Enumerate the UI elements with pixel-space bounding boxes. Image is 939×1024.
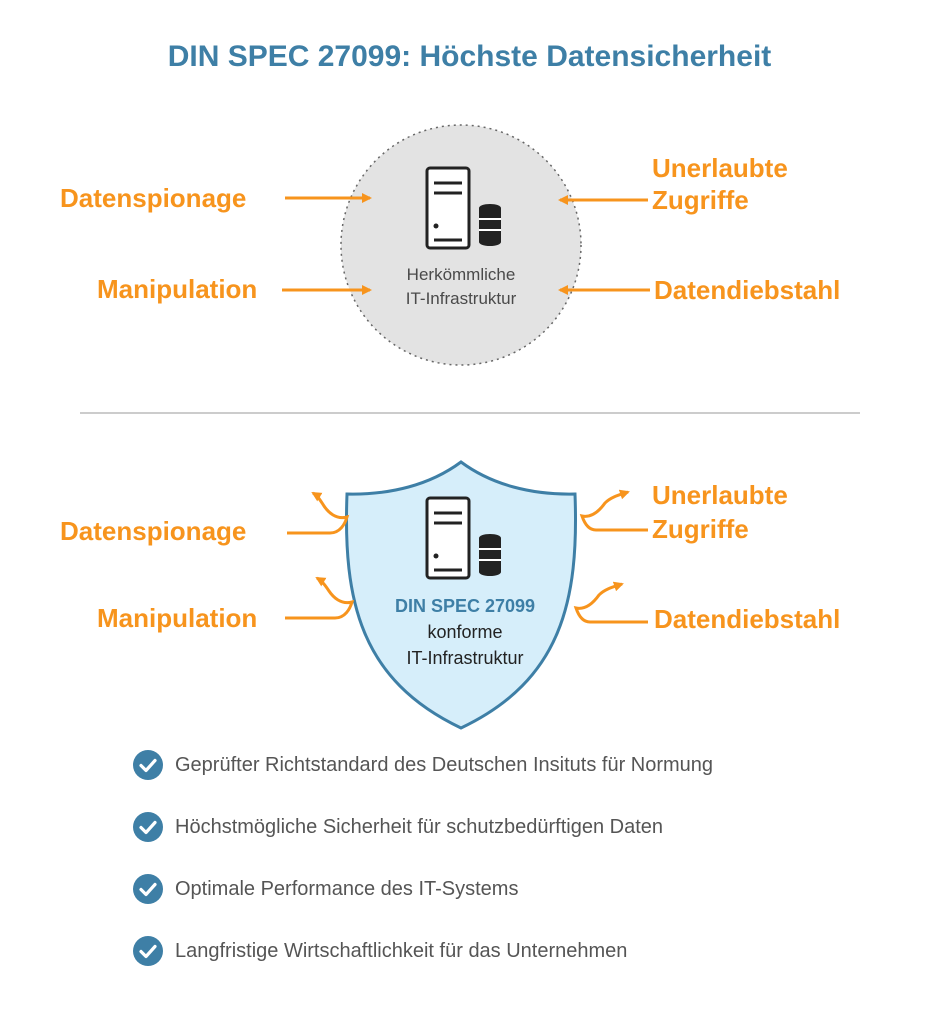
shield-icon: [345, 460, 577, 730]
traditional-infrastructure-label: Herkömmliche IT-Infrastruktur: [341, 263, 581, 311]
arrow-icon: [287, 491, 350, 535]
server-icon: [425, 166, 471, 250]
compliant-label-line2: konforme: [427, 622, 503, 642]
threat-label-datendiebstahl: Datendiebstahl: [654, 275, 841, 305]
din-spec-label: DIN SPEC 27099: [394, 596, 536, 616]
arrow-icon: [285, 576, 355, 620]
benefits-list: Geprüfter Richtstandard des Deutschen In…: [133, 750, 713, 998]
threat-label-datenspionage: Datenspionage: [60, 516, 247, 546]
database-icon: [479, 534, 501, 576]
threat-label-manipulation: Manipulation: [97, 603, 258, 633]
database-icon: [479, 204, 501, 246]
list-item: Geprüfter Richtstandard des Deutschen In…: [133, 750, 713, 812]
arrow-icon: [573, 581, 648, 624]
check-circle-icon: [133, 750, 163, 780]
benefit-text: Höchstmögliche Sicherheit für schutzbedü…: [175, 816, 664, 838]
threat-label-zugriffe: Zugriffe: [652, 514, 749, 544]
list-item: Langfristige Wirtschaftlichkeit für das …: [133, 936, 713, 998]
check-circle-icon: [133, 874, 163, 904]
benefit-text: Geprüfter Richtstandard des Deutschen In…: [175, 754, 714, 776]
threat-label-zugriffe: Zugriffe: [652, 185, 749, 215]
compliant-infrastructure-label: DIN SPEC 27099 konforme IT-Infrastruktur: [350, 593, 580, 671]
threat-label-datendiebstahl: Datendiebstahl: [654, 604, 841, 634]
threat-label-unerlaubte: Unerlaubte: [652, 153, 788, 183]
traditional-label-line2: IT-Infrastruktur: [405, 289, 517, 308]
arrow-icon: [579, 489, 648, 532]
list-item: Höchstmögliche Sicherheit für schutzbedü…: [133, 812, 713, 874]
check-circle-icon: [133, 812, 163, 842]
threat-label-unerlaubte: Unerlaubte: [652, 480, 788, 510]
benefit-text: Optimale Performance des IT-Systems: [175, 878, 519, 900]
traditional-label-line1: Herkömmliche: [406, 265, 516, 284]
list-item: Optimale Performance des IT-Systems: [133, 874, 713, 936]
benefit-text: Langfristige Wirtschaftlichkeit für das …: [175, 940, 628, 962]
page-title: DIN SPEC 27099: Höchste Datensicherheit: [167, 40, 772, 73]
compliant-label-line3: IT-Infrastruktur: [406, 648, 524, 668]
threat-label-manipulation: Manipulation: [97, 274, 258, 304]
server-icon: [425, 496, 471, 580]
threat-label-datenspionage: Datenspionage: [60, 183, 247, 213]
check-circle-icon: [133, 936, 163, 966]
